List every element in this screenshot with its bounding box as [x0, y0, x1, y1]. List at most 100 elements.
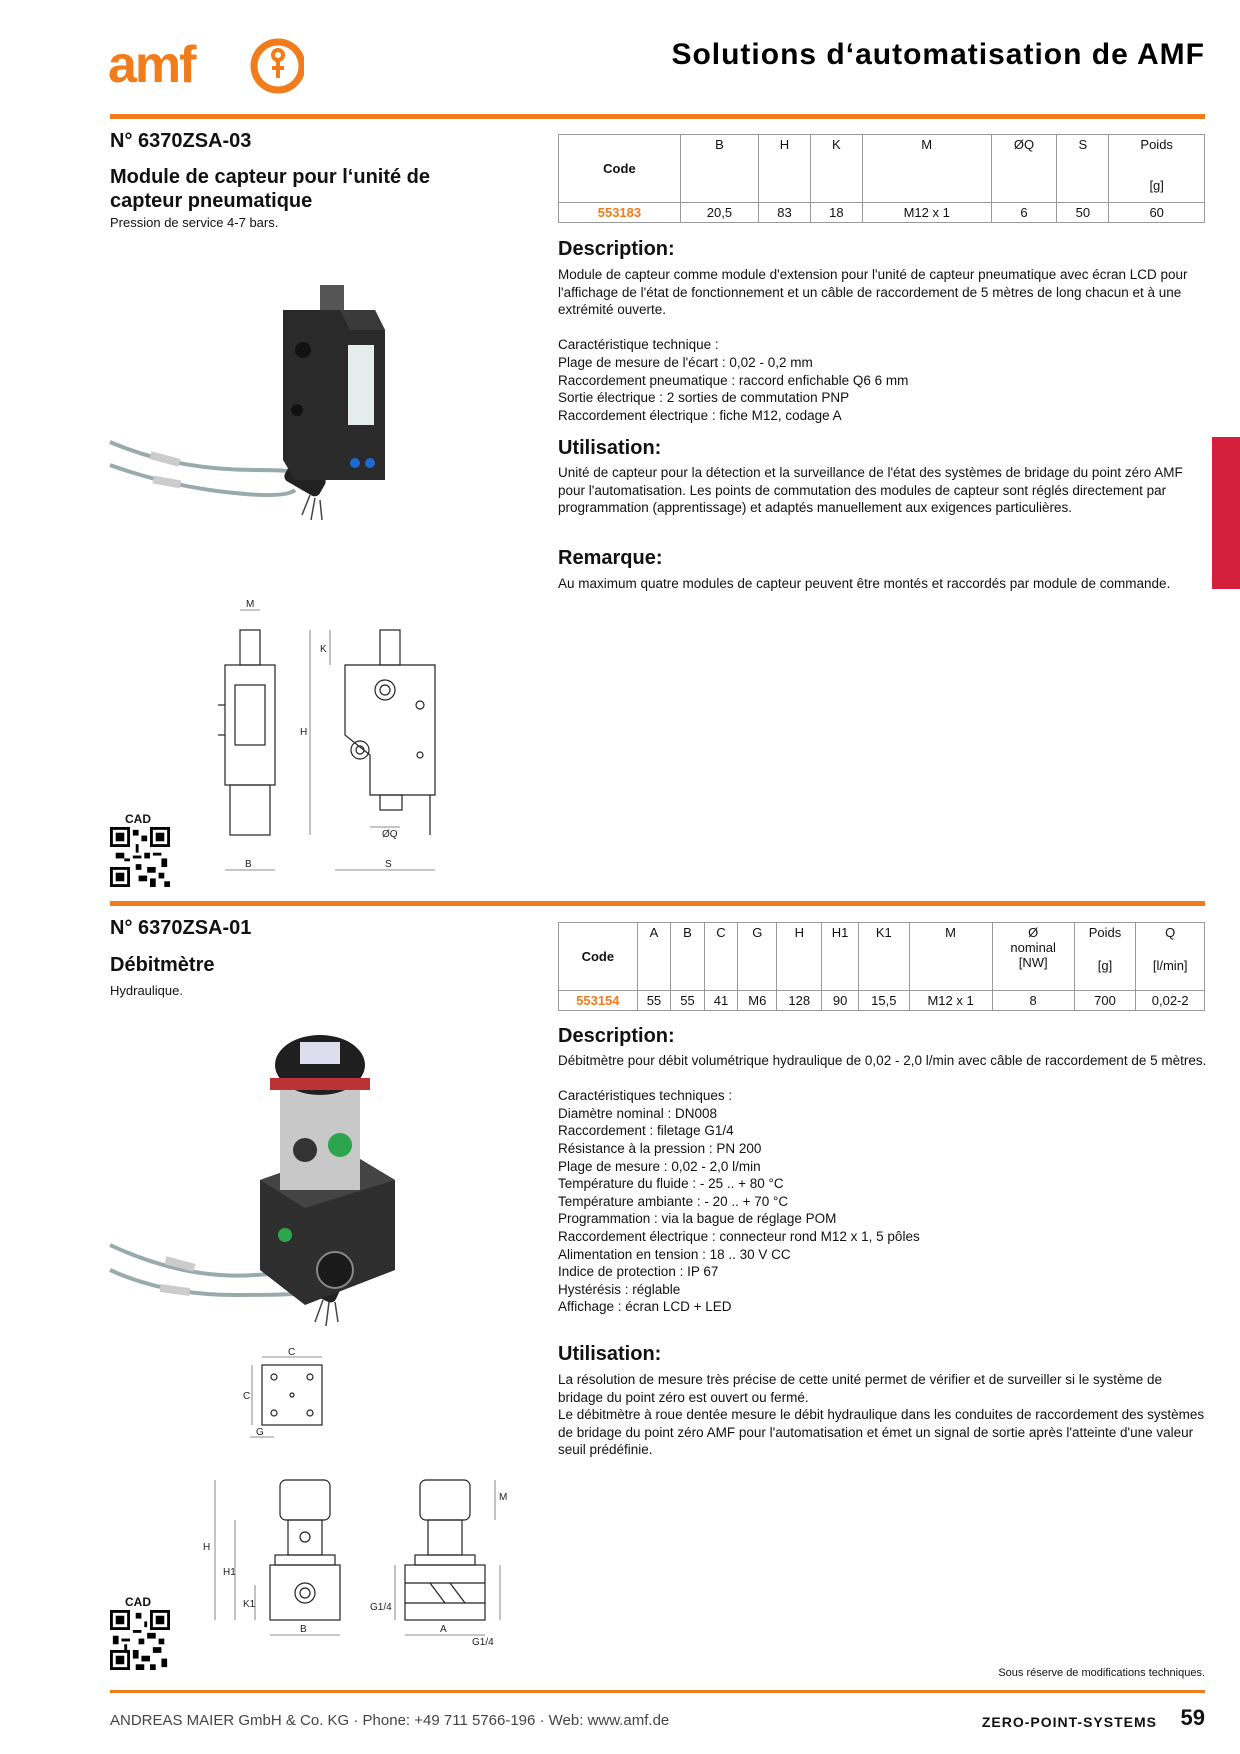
header-label: Poids: [1140, 137, 1173, 152]
section-divider: [110, 901, 1205, 906]
dim-label-k1: K1: [243, 1599, 256, 1610]
dim-label-h: H: [300, 727, 307, 738]
section-heading: Remarque:: [558, 547, 663, 569]
dim-label-h: H: [203, 1542, 210, 1553]
table-header: C: [703, 922, 739, 991]
page-title: Solutions d‘automatisation de AMF: [671, 38, 1205, 71]
unit-label: [g]: [1149, 178, 1164, 193]
table-header: S: [1056, 134, 1110, 203]
table-cell: 15,5: [858, 990, 910, 1011]
cad-label: CAD: [125, 812, 151, 826]
dim-label-s: S: [385, 859, 392, 870]
dim-label-b: B: [300, 1624, 307, 1635]
spec-table: Code B H K M ØQ S Poids [g] 553183 20,5 8…: [558, 134, 1205, 223]
table-header: Q [l/min]: [1135, 922, 1205, 991]
table-cell: 8: [991, 990, 1075, 1011]
table-header: B: [679, 134, 760, 203]
table-header: G: [737, 922, 778, 991]
table-row: 553154 55 55 41 M6 128 90 15,5 M12 x 1 8…: [558, 990, 1205, 1011]
flowmeter-side-drawing: H H1 K1 B A M G1/4 G1/4: [203, 1479, 507, 1648]
amf-logo: amf: [108, 38, 304, 94]
table-cell: 60: [1108, 202, 1205, 223]
cad-label: CAD: [125, 1595, 151, 1609]
unit-label: [g]: [1097, 958, 1113, 973]
product-number: N° 6370ZSA-01: [110, 917, 252, 939]
description-text: Débitmètre pour débit volumétrique hydra…: [558, 1053, 1207, 1315]
table-cell: 18: [809, 202, 863, 223]
qr-code[interactable]: [110, 827, 170, 887]
table-cell: 83: [758, 202, 811, 223]
header-sub: nominal: [1010, 940, 1056, 955]
table-header: Code: [558, 922, 638, 991]
dim-label-g: G: [256, 1427, 264, 1438]
table-header: ØQ: [990, 134, 1058, 203]
product-subtitle: Pression de service 4-7 bars.: [110, 215, 279, 230]
table-header: B: [670, 922, 705, 991]
product-name: Module de capteur pour l‘unité de capteu…: [110, 166, 431, 212]
table-cell: 55: [636, 990, 672, 1011]
table-cell: 55: [670, 990, 705, 1011]
dim-label-c-side: C: [243, 1391, 250, 1402]
table-header: K1: [858, 922, 910, 991]
footer-divider: [110, 1690, 1205, 1693]
company-info: ANDREAS MAIER GmbH & Co. KG · Phone: +49…: [110, 1712, 670, 1729]
table-header: Poids [g]: [1108, 134, 1205, 203]
table-cell: 700: [1073, 990, 1137, 1011]
table-cell: 50: [1056, 202, 1110, 223]
table-cell: M6: [737, 990, 778, 1011]
page-number: 59: [1180, 1705, 1205, 1730]
table-cell: 128: [776, 990, 823, 1011]
utilisation-text: La résolution de mesure très précise de …: [558, 1372, 1205, 1458]
section-heading: Utilisation:: [558, 1343, 662, 1365]
table-cell: M12 x 1: [908, 990, 993, 1011]
footer-note: Sous réserve de modifications techniques…: [998, 1667, 1205, 1679]
section-divider: [110, 114, 1205, 119]
product-name: Débitmètre: [110, 954, 215, 976]
series-name: ZERO-POINT-SYSTEMS: [981, 1714, 1157, 1730]
unit-label: [l/min]: [1152, 958, 1188, 973]
table-header: K: [809, 134, 863, 203]
section-heading: Description:: [558, 238, 675, 260]
table-header: M: [861, 134, 992, 203]
header-label: Q: [1165, 925, 1176, 940]
product-code[interactable]: 553183: [558, 202, 681, 223]
table-cell: 6: [990, 202, 1058, 223]
flowmeter-top-drawing: C C G: [243, 1347, 323, 1438]
table-cell: 90: [821, 990, 860, 1011]
table-header: H: [758, 134, 811, 203]
dim-label-m: M: [499, 1492, 507, 1503]
table-header: H: [776, 922, 823, 991]
dim-label-g14-right: G1/4: [472, 1637, 494, 1648]
table-cell: M12 x 1: [861, 202, 992, 223]
table-cell: 0,02-2: [1135, 990, 1205, 1011]
dim-label-q: ØQ: [382, 829, 398, 840]
table-row: 553183 20,5 83 18 M12 x 1 6 50 60: [558, 202, 1205, 223]
chapter-tab[interactable]: [1212, 437, 1240, 589]
dim-label-a: A: [440, 1624, 447, 1635]
table-header: Poids [g]: [1073, 922, 1137, 991]
dim-label-g14-left: G1/4: [370, 1602, 392, 1613]
product-subtitle: Hydraulique.: [110, 983, 183, 998]
section-heading: Utilisation:: [558, 437, 662, 459]
qr-code[interactable]: [110, 1610, 170, 1670]
table-header: M: [908, 922, 993, 991]
table-header: A: [636, 922, 672, 991]
table-header: Code: [558, 134, 681, 203]
description-text: Module de capteur comme module d'extensi…: [558, 267, 1188, 423]
header-label: Poids: [1088, 925, 1122, 940]
unit-label: [NW]: [1018, 955, 1048, 970]
sensor-module-drawing: M B K H S ØQ: [218, 599, 436, 871]
dim-label-h1: H1: [223, 1567, 236, 1578]
remarque-text: Au maximum quatre modules de capteur peu…: [558, 576, 1171, 591]
product-code[interactable]: 553154: [558, 990, 638, 1011]
table-cell: 20,5: [679, 202, 760, 223]
section-heading: Description:: [558, 1025, 675, 1047]
product-number: N° 6370ZSA-03: [110, 130, 252, 152]
header-label: Ø: [1028, 925, 1039, 940]
utilisation-text: Unité de capteur pour la détection et la…: [558, 465, 1183, 516]
table-cell: 41: [703, 990, 739, 1011]
dim-label-b: B: [245, 859, 252, 870]
logo-text: amf: [108, 38, 197, 94]
